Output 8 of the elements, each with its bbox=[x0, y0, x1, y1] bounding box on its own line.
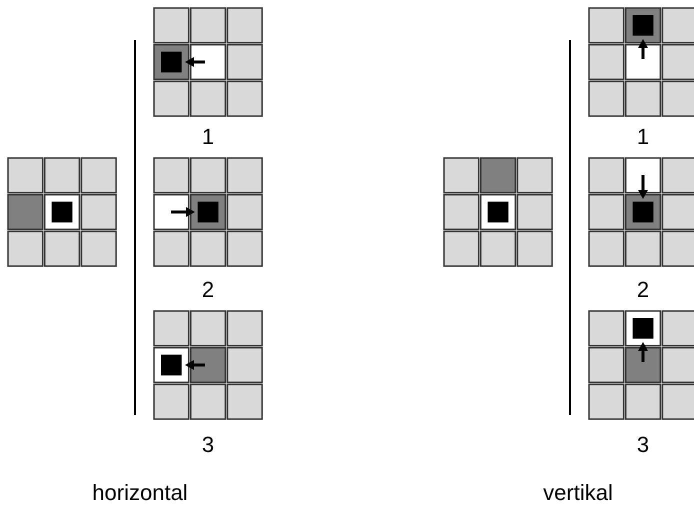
step-number: 2 bbox=[202, 277, 214, 303]
step-number: 2 bbox=[636, 277, 650, 303]
step-number: 3 bbox=[202, 432, 214, 458]
caption-text: vertikal bbox=[543, 480, 613, 506]
step-number: 3 bbox=[636, 432, 650, 458]
step-number: 1 bbox=[202, 124, 214, 150]
caption-text: horizontal bbox=[92, 480, 188, 506]
step-number: 1 bbox=[636, 124, 650, 150]
